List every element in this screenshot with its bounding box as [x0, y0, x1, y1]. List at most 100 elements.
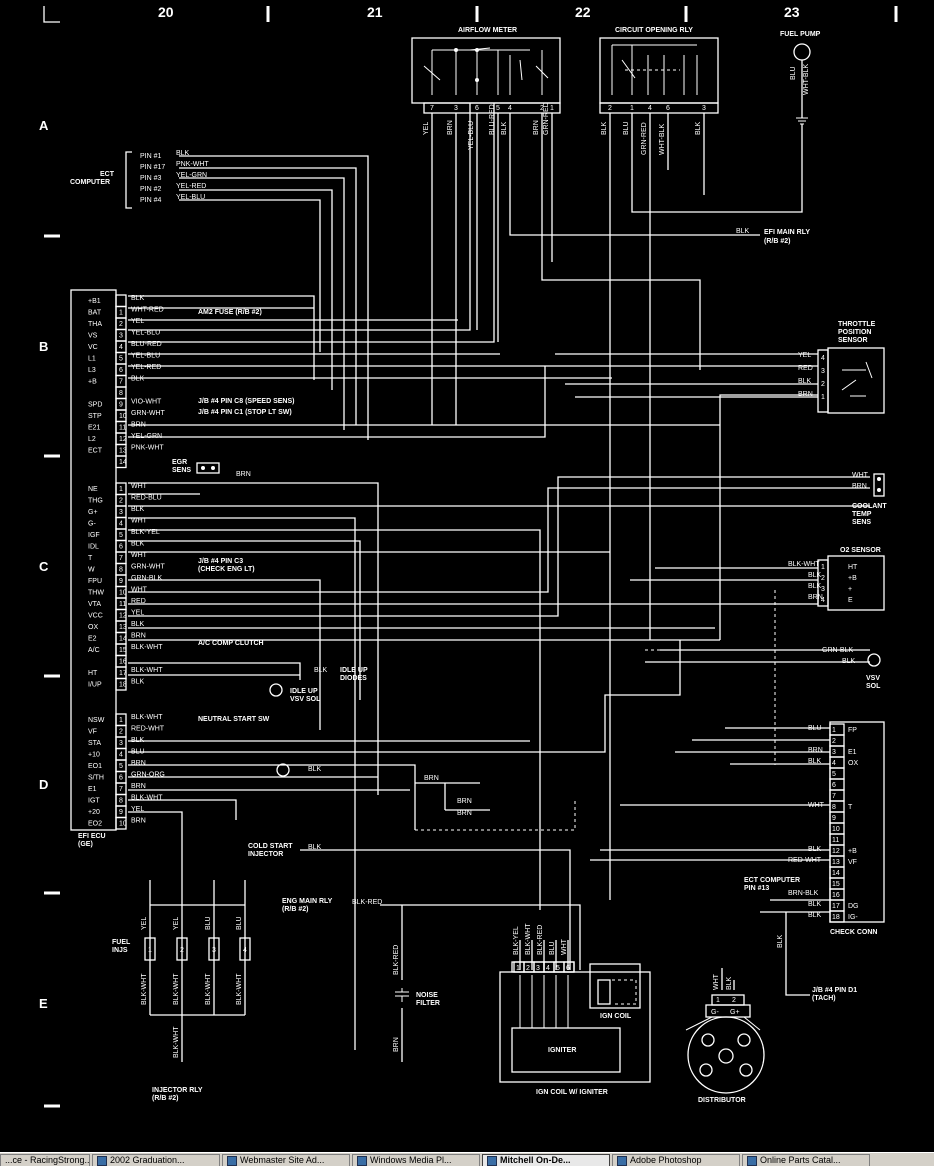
fuel-pump-wire: BLU	[790, 66, 797, 80]
tps-wire: BLK	[798, 378, 812, 385]
taskbar-button[interactable]: Adobe Photoshop	[612, 1154, 740, 1166]
ecu-terminal: BAT	[88, 310, 102, 317]
o2-terminal: +B	[848, 575, 857, 582]
ecu-pin-number: 3	[119, 509, 123, 516]
egr-wire: BRN	[236, 471, 251, 478]
ecu-wire-label: WHT	[131, 518, 148, 525]
ecu-wire-label: BLK-WHT	[131, 795, 163, 802]
tps-wire: RED	[798, 365, 813, 372]
ecu-wire-label: BLU-RED	[131, 341, 162, 348]
airflow-wire: BLK	[501, 121, 508, 135]
ecu-pin-number: 10	[119, 413, 127, 420]
dist-pin: 2	[732, 997, 736, 1004]
cor-wire: BLK	[601, 121, 608, 135]
ecu-terminal: THG	[88, 498, 103, 505]
taskbar-button-label: Webmaster Site Ad...	[240, 1155, 325, 1165]
ecu-terminal: E2	[88, 636, 97, 643]
ecu-wire-label: GRN-WHT	[131, 410, 166, 417]
ecu-terminal: L1	[88, 356, 96, 363]
ecu-terminal: VCC	[88, 613, 103, 620]
injector-bottom-wire: BLK-WHT	[205, 973, 212, 1005]
efi-main-rly-sub: (R/B #2)	[764, 238, 790, 245]
fuel-injector	[176, 937, 188, 961]
ecu-wire-label: WHT	[131, 587, 148, 594]
ecu-pin-number: 1	[119, 717, 123, 724]
airflow-pin: 6	[475, 105, 479, 112]
col-label: 23	[784, 4, 800, 20]
check-conn-terminal: VF	[848, 859, 857, 866]
taskbar-button[interactable]: Mitchell On-De...	[482, 1154, 610, 1166]
ecu-terminal: +20	[88, 809, 100, 816]
ecu-pin-number: 3	[119, 740, 123, 747]
injector-bottom-wire: BLK-WHT	[141, 973, 148, 1005]
airflow-wire: GRN-RED	[543, 102, 550, 135]
igniter-pin: 6	[566, 965, 570, 972]
dist-wire: WHT	[713, 973, 720, 990]
check-conn-pin: 13	[832, 859, 840, 866]
ecu-wire-label: BLK	[131, 506, 145, 513]
o2-pin: 2	[821, 575, 825, 582]
cor-pin: 1	[630, 105, 634, 112]
ecu-pin-number: 6	[119, 775, 123, 782]
ecu-wire-label: YEL-BLU	[131, 330, 160, 337]
o2-wire: BLK-WHT	[788, 561, 820, 568]
airflow-pin: 2	[540, 105, 544, 112]
ecu-pin-number: 14	[119, 636, 127, 643]
ecu-terminal: +B	[88, 379, 97, 386]
ecu-terminal: G+	[88, 509, 98, 516]
check-conn-pin: 16	[832, 892, 840, 899]
row-label: A	[39, 118, 49, 133]
eng-main-rly-label: ENG MAIN RLY(R/B #2)	[282, 898, 333, 913]
ecu-terminal: +10	[88, 752, 100, 759]
cor-pin: 4	[648, 105, 652, 112]
ecu-terminal: W	[88, 567, 95, 574]
cold-start-wire: BLK	[308, 844, 322, 851]
taskbar-button[interactable]: ...ce - RacingStrong...	[0, 1154, 90, 1166]
taskbar-button-label: Adobe Photoshop	[630, 1155, 702, 1165]
o2-wire: BLK	[808, 572, 822, 579]
igniter-wire: BLK-YEL	[513, 926, 520, 955]
check-conn-wire: BLK	[808, 901, 822, 908]
ecu-pin-number: 8	[119, 390, 123, 397]
stop-lt-sw-label: J/B #4 PIN C1 (STOP LT SW)	[198, 409, 292, 416]
ecu-terminal: L3	[88, 367, 96, 374]
check-conn-pin: 9	[832, 815, 836, 822]
taskbar-button[interactable]: Windows Media Pl...	[352, 1154, 480, 1166]
fuel-injector	[144, 937, 156, 961]
vsv-tvis-wire: BLK	[308, 766, 322, 773]
check-conn-pin: 12	[832, 848, 840, 855]
ecu-wire-label: BRN	[131, 818, 146, 825]
taskbar-button[interactable]: 2002 Graduation...	[92, 1154, 220, 1166]
check-conn-pin: 5	[832, 771, 836, 778]
ecu-pin-number: 1	[119, 310, 123, 317]
ecu-wire-label: YEL-RED	[131, 364, 161, 371]
igniter-wire: BLK-RED	[537, 925, 544, 955]
cor-pin: 3	[702, 105, 706, 112]
taskbar-button[interactable]: Online Parts Catal...	[742, 1154, 870, 1166]
check-conn-pin: 1	[832, 727, 836, 734]
tach-wire: BLK	[777, 934, 784, 948]
check-conn-wire: BLK	[808, 758, 822, 765]
ecu-wire-label: BLK	[131, 679, 145, 686]
ecu-wire-label: PNK-WHT	[131, 445, 164, 452]
app-icon	[227, 1155, 237, 1166]
check-conn-pin: 6	[832, 782, 836, 789]
ecu-pin-cell	[115, 677, 127, 691]
taskbar-button[interactable]: Webmaster Site Ad...	[222, 1154, 350, 1166]
ecu-terminal: FPU	[88, 578, 102, 585]
airflow-pin: 5	[496, 105, 500, 112]
noise-filter-bottom-wire: BRN	[393, 1037, 400, 1052]
fuel-injectors: 1YELBLK-WHT2YELBLK-WHT3BLUBLK-WHT4BLUBLK…	[141, 916, 251, 1005]
